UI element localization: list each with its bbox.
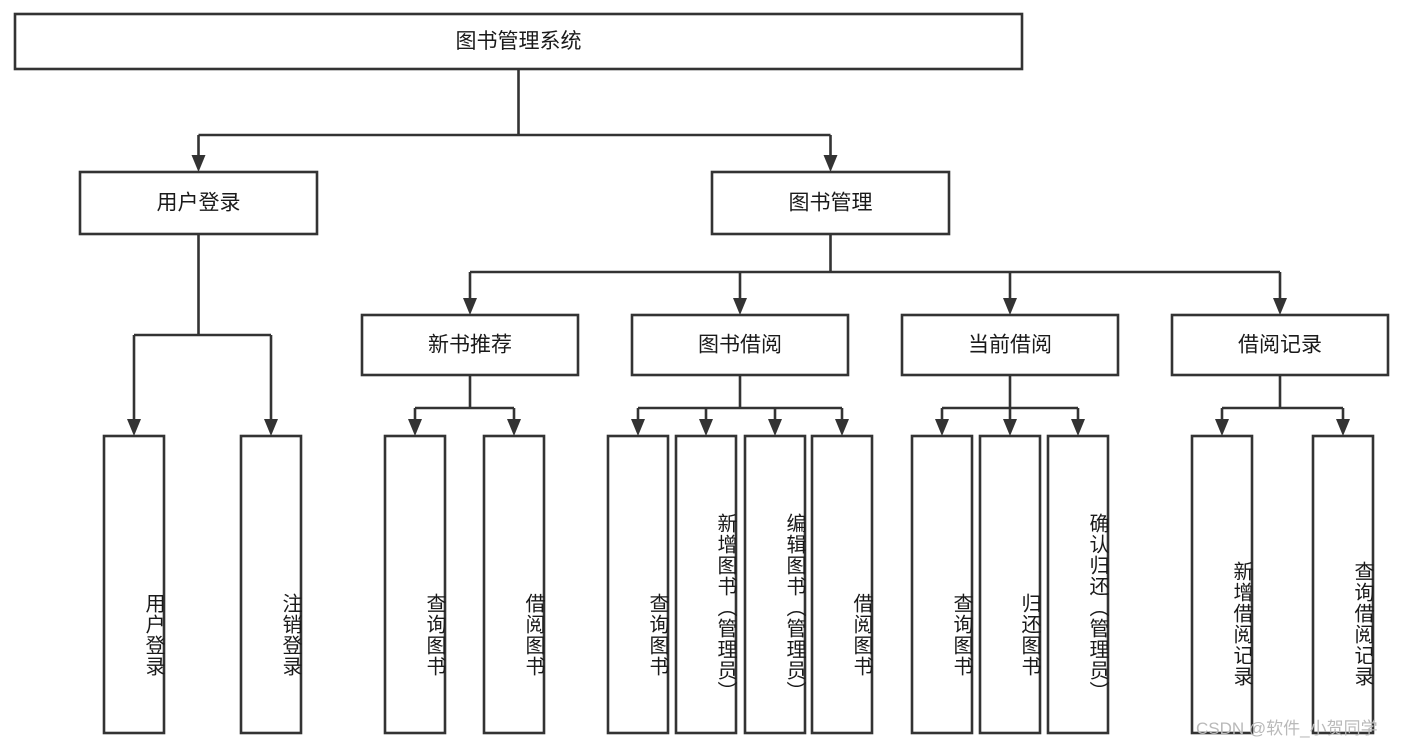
node-box-user-logout[interactable] [239, 434, 303, 735]
node-box-record-add[interactable] [1190, 434, 1254, 735]
node-box-root[interactable] [13, 12, 1024, 71]
node-box-recommend-query-book[interactable] [383, 434, 447, 735]
node-box-borrow-edit-book[interactable] [743, 434, 807, 735]
node-box-current-query-book[interactable] [910, 434, 974, 735]
node-box-current-borrow[interactable] [900, 313, 1120, 377]
node-box-user-login[interactable] [78, 170, 319, 236]
node-box-book-manage[interactable] [710, 170, 951, 236]
node-box-borrow-record[interactable] [1170, 313, 1390, 377]
connector-recommend-bus [408, 375, 521, 436]
node-label-user-login: 用户登录 [157, 192, 241, 215]
node-box-current-confirm-return[interactable] [1046, 434, 1110, 735]
node-box-current-return-book[interactable] [978, 434, 1042, 735]
connector-book-borrow-bus [631, 375, 849, 436]
node-box-recommend-borrow-book[interactable] [482, 434, 546, 735]
connector-root-bus [191, 69, 838, 172]
node-label-borrow-record: 借阅记录 [1238, 334, 1322, 357]
node-label-new-book-recommend: 新书推荐 [428, 334, 512, 357]
connector-layer [127, 69, 1350, 436]
node-box-borrow-borrow-book[interactable] [810, 434, 874, 735]
watermark-text: CSDN @软件_小贺同学 [1196, 719, 1378, 738]
node-box-new-book-recommend[interactable] [360, 313, 580, 377]
node-label-book-manage: 图书管理 [789, 192, 873, 215]
node-box-book-borrow[interactable] [630, 313, 850, 377]
node-box-borrow-add-book[interactable] [674, 434, 738, 735]
node-box-record-query[interactable] [1311, 434, 1375, 735]
node-label-book-borrow: 图书借阅 [698, 334, 782, 357]
node-label-current-borrow: 当前借阅 [968, 334, 1052, 357]
connector-book-manage-bus [463, 234, 1287, 315]
connector-current-borrow-bus [935, 375, 1085, 436]
node-box-user-login-do[interactable] [102, 434, 166, 735]
connector-record-bus [1215, 375, 1350, 436]
node-box-borrow-query-book[interactable] [606, 434, 670, 735]
node-label-root: 图书管理系统 [456, 30, 582, 53]
connector-user-login-bus [127, 234, 278, 436]
